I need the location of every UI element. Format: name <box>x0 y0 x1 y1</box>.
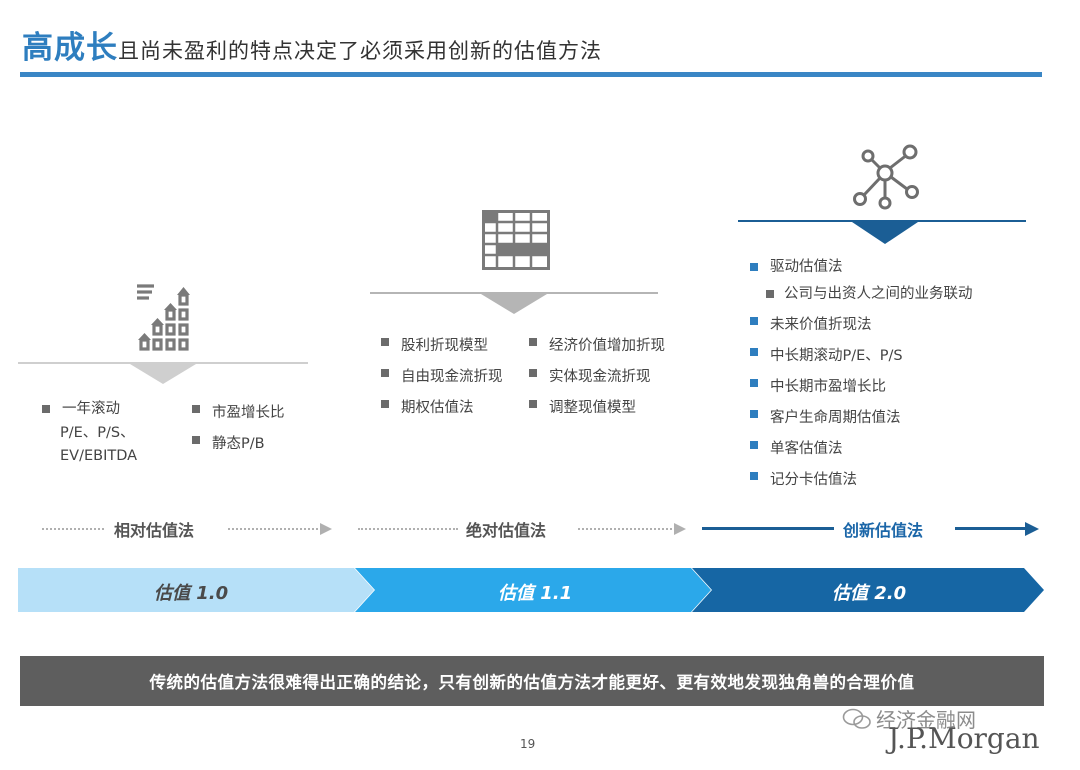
method-absolute-label: 绝对估值法 <box>466 521 547 540</box>
absolute-left-list: 股利折现模型 自由现金流折现 期权估值法 <box>381 331 503 424</box>
page-number: 19 <box>520 737 536 751</box>
list-item: 期权估值法 <box>381 393 503 424</box>
network-nodes-icon <box>848 143 922 215</box>
absolute-divider-notch <box>481 294 547 314</box>
absolute-right-list: 经济价值增加折现 实体现金流折现 调整现值模型 <box>529 331 665 424</box>
innovative-list: 驱动估值法 公司与出资人之间的业务联动 未来价值折现法 中长期滚动P/E、P/S… <box>750 256 973 496</box>
absolute-dots-left <box>358 528 458 530</box>
relative-left-list: 一年滚动 <box>42 398 120 421</box>
innovative-line-right <box>955 527 1027 530</box>
absolute-arrow-head <box>674 523 686 535</box>
conclusion-banner: 传统的估值方法很难得出正确的结论，只有创新的估值方法才能更好、更有效地发现独角兽… <box>20 656 1044 706</box>
relative-dots-right <box>228 528 318 530</box>
wechat-icon <box>842 707 872 736</box>
list-item-text: EV/EBITDA <box>60 448 138 464</box>
list-item-text: P/E、P/S、 <box>60 425 135 441</box>
relative-dots-left <box>42 528 104 530</box>
innovative-divider <box>738 220 1026 222</box>
list-item: 实体现金流折现 <box>529 362 665 393</box>
stage-2-label: 估值 1.1 <box>498 583 573 604</box>
bar-chart-growth-icon <box>128 278 198 358</box>
jpmorgan-logo: J.P.Morgan <box>888 722 1040 755</box>
title-rest: 且尚未盈利的特点决定了必须采用创新的估值方法 <box>118 39 602 63</box>
list-item: 中长期滚动P/E、P/S <box>750 341 973 372</box>
relative-arrow-head <box>320 523 332 535</box>
stage-chevrons: 估值 1.0 估值 1.1 估值 2.0 <box>18 568 1046 612</box>
watermark: 经济金融网 <box>842 704 976 736</box>
title-emphasis: 高成长 <box>22 30 118 66</box>
relative-divider-notch <box>130 364 196 384</box>
list-item: 经济价值增加折现 <box>529 331 665 362</box>
list-item: 未来价值折现法 <box>750 310 973 341</box>
watermark-text: 经济金融网 <box>876 708 976 732</box>
relative-right-list: 市盈增长比 静态P/B <box>192 398 285 460</box>
list-item: 市盈增长比 <box>192 398 285 429</box>
list-item: 调整现值模型 <box>529 393 665 424</box>
method-innovative-label: 创新估值法 <box>843 521 924 540</box>
list-item: 单客估值法 <box>750 434 973 465</box>
list-item: 静态P/B <box>192 429 285 460</box>
list-item-sub: 公司与出资人之间的业务联动 <box>750 283 973 306</box>
spreadsheet-table-icon <box>482 210 550 274</box>
list-item: 客户生命周期估值法 <box>750 403 973 434</box>
list-item: 中长期市盈增长比 <box>750 372 973 403</box>
absolute-dots-right <box>578 528 672 530</box>
title-underline <box>20 72 1042 77</box>
innovative-arrow-head <box>1025 522 1039 536</box>
stage-1-chevron <box>18 568 374 612</box>
stage-2-chevron <box>355 568 711 612</box>
absolute-divider <box>370 292 658 294</box>
relative-divider <box>18 362 308 364</box>
list-item: 自由现金流折现 <box>381 362 503 393</box>
list-item: 驱动估值法 <box>750 256 973 279</box>
relative-left-continuation: P/E、P/S、 EV/EBITDA <box>60 422 137 468</box>
stage-3-label: 估值 2.0 <box>832 583 907 604</box>
innovative-line-left <box>702 527 834 530</box>
list-item: 股利折现模型 <box>381 331 503 362</box>
innovative-divider-notch <box>852 222 918 244</box>
list-item: 一年滚动 <box>42 398 120 421</box>
method-relative-label: 相对估值法 <box>114 521 195 540</box>
stage-1-label: 估值 1.0 <box>154 583 229 604</box>
list-item: 记分卡估值法 <box>750 465 973 496</box>
page-title: 高成长且尚未盈利的特点决定了必须采用创新的估值方法 <box>22 22 602 67</box>
stage-3-chevron <box>692 568 1044 612</box>
